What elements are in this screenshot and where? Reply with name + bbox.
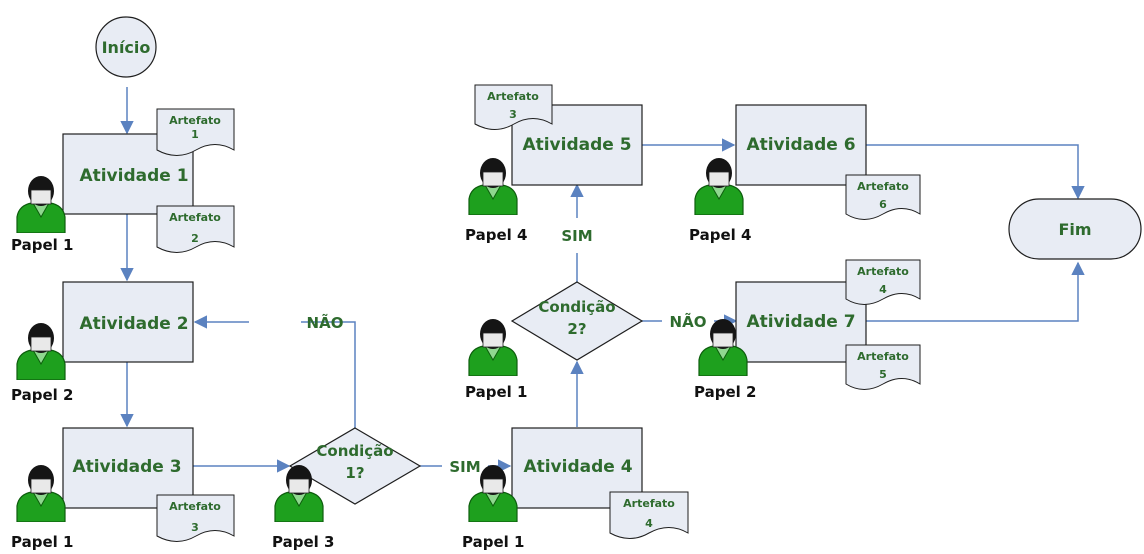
role-condition-1-label: Papel 3	[272, 533, 334, 551]
artifact-4-top-title: Artefato	[857, 265, 909, 278]
role-condition-2-label: Papel 1	[465, 383, 527, 401]
artifact-6[interactable]: Artefato 6	[845, 174, 921, 220]
artifact-6-title: Artefato	[857, 180, 909, 193]
artifact-3-top[interactable]: Artefato 3	[474, 84, 553, 130]
condition-2-line2: 2?	[567, 320, 586, 338]
condition-1[interactable]: Condição 1?	[288, 427, 422, 505]
artifact-2[interactable]: Artefato 2	[156, 205, 235, 253]
artifact-4-top-number: 4	[879, 283, 887, 296]
activity-5-label: Atividade 5	[522, 135, 631, 155]
condition-1-line1: Condição	[316, 442, 393, 460]
activity-3-label: Atividade 3	[72, 457, 181, 477]
role-activity-1-label: Papel 1	[11, 236, 73, 254]
artifact-4-bottom-number: 4	[645, 517, 653, 530]
person-icon	[468, 157, 518, 215]
person-icon	[16, 464, 66, 522]
person-icon	[16, 322, 66, 380]
artifact-1-title: Artefato	[169, 114, 221, 127]
artifact-4-top[interactable]: Artefato 4	[845, 259, 921, 305]
artifact-2-number: 2	[191, 232, 199, 245]
artifact-4-bottom[interactable]: Artefato 4	[609, 491, 689, 539]
activity-3[interactable]: Atividade 3	[62, 427, 194, 509]
person-icon	[468, 318, 518, 376]
role-activity-5: Papel 4	[465, 157, 527, 244]
activity-6-label: Atividade 6	[746, 135, 855, 155]
role-activity-1: Papel 1	[11, 175, 73, 254]
start-node[interactable]: Início	[95, 16, 157, 78]
artifact-3-bottom[interactable]: Artefato 3	[156, 494, 235, 542]
role-activity-2: Papel 2	[11, 322, 73, 404]
artifact-2-title: Artefato	[169, 211, 221, 224]
activity-1-label: Atividade 1	[79, 166, 188, 186]
artifact-1[interactable]: Artefato 1	[156, 108, 235, 156]
role-activity-7-label: Papel 2	[694, 383, 756, 401]
role-activity-6-label: Papel 4	[689, 226, 751, 244]
activity-4-label: Atividade 4	[523, 457, 632, 477]
role-activity-7: Papel 2	[694, 318, 756, 401]
activity-2-label: Atividade 2	[79, 314, 188, 334]
role-condition-2: Papel 1	[465, 318, 527, 401]
artifact-3-bottom-title: Artefato	[169, 500, 221, 513]
role-activity-5-label: Papel 4	[465, 226, 527, 244]
activity-6[interactable]: Atividade 6	[735, 104, 867, 186]
role-activity-4-label: Papel 1	[462, 533, 524, 551]
artifact-1-number: 1	[191, 128, 199, 141]
condition-2[interactable]: Condição 2?	[510, 281, 644, 361]
role-activity-6: Papel 4	[689, 157, 751, 244]
artifact-3-top-title: Artefato	[487, 90, 539, 103]
start-label: Início	[102, 38, 151, 57]
end-node[interactable]: Fim	[1008, 198, 1142, 260]
artifact-5-number: 5	[879, 368, 887, 381]
artifact-3-top-number: 3	[509, 108, 517, 121]
activity-7[interactable]: Atividade 7	[735, 281, 867, 363]
role-activity-3: Papel 1	[11, 464, 73, 551]
activity-2[interactable]: Atividade 2	[62, 281, 194, 363]
artifact-3-bottom-number: 3	[191, 521, 199, 534]
role-activity-3-label: Papel 1	[11, 533, 73, 551]
condition-2-line1: Condição	[538, 298, 615, 316]
artifact-4-bottom-title: Artefato	[623, 497, 675, 510]
artifact-6-number: 6	[879, 198, 887, 211]
artifact-5[interactable]: Artefato 5	[845, 344, 921, 390]
activity-7-label: Atividade 7	[746, 312, 855, 332]
role-activity-2-label: Papel 2	[11, 386, 73, 404]
edge-label-c1-yes: SIM	[449, 458, 480, 476]
role-activity-4: Papel 1	[462, 464, 524, 551]
person-icon	[16, 175, 66, 233]
edge-label-c1-no: NÃO	[307, 313, 344, 332]
artifact-5-title: Artefato	[857, 350, 909, 363]
edge-label-c2-yes: SIM	[561, 227, 592, 245]
edge-label-c2-no: NÃO	[670, 312, 707, 331]
role-condition-1: Papel 3	[272, 464, 334, 551]
condition-1-line2: 1?	[345, 464, 364, 482]
arrow-a7-to-end	[866, 261, 1085, 322]
end-label: Fim	[1058, 220, 1091, 239]
line-c1-no	[301, 321, 356, 428]
arrow-a6-to-end	[866, 144, 1085, 200]
